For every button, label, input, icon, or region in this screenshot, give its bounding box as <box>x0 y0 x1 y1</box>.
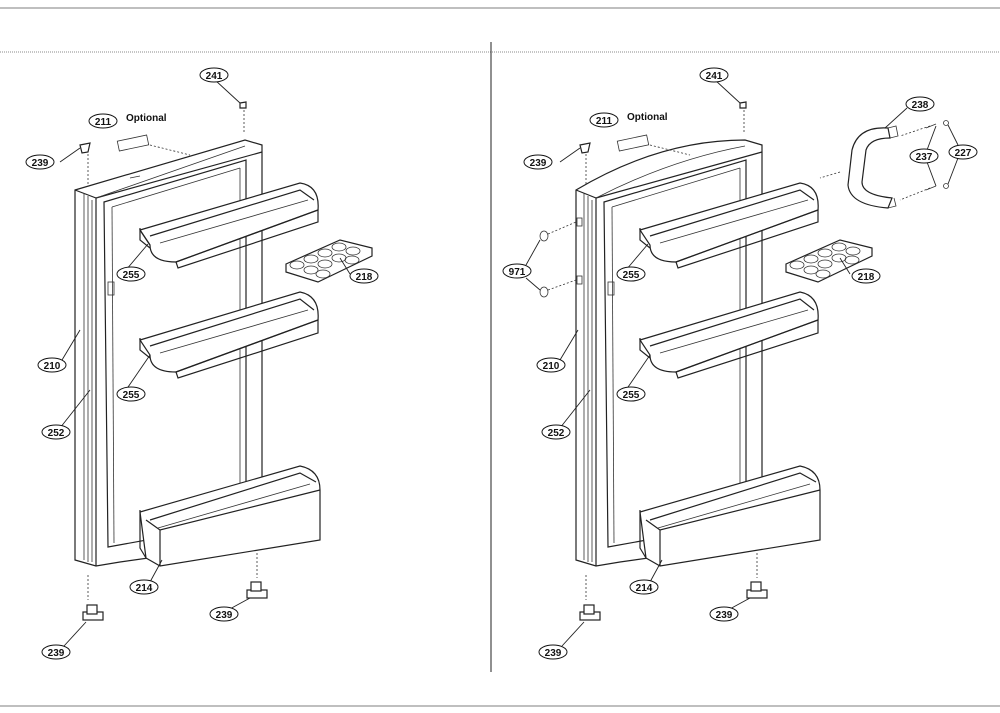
door-bin-bottom <box>639 465 821 567</box>
hinge-bushing-icon <box>579 142 591 154</box>
callout-210: 210 <box>37 357 67 373</box>
callout-214: 214 <box>629 579 659 595</box>
egg-tray <box>285 239 373 283</box>
callout-label: 210 <box>44 361 61 372</box>
callout-label: 252 <box>48 428 65 439</box>
right-door-assembly <box>525 79 959 647</box>
callout-255b: 255 <box>116 386 146 402</box>
callout-label: 218 <box>356 272 373 283</box>
callout-label: 255 <box>623 390 640 401</box>
door-shelf-upper <box>639 182 819 269</box>
callout-241: 241 <box>199 67 229 83</box>
cap-icon <box>239 101 247 109</box>
callout-239c: 239 <box>41 644 71 660</box>
cap-icon <box>739 101 747 109</box>
callout-238: 238 <box>905 96 935 112</box>
callout-255b: 255 <box>616 386 646 402</box>
callout-211: 211 <box>589 112 619 128</box>
door-handle <box>847 125 899 209</box>
callout-label: 971 <box>509 267 526 278</box>
callout-label: 227 <box>955 148 972 159</box>
callout-label: 239 <box>530 158 547 169</box>
callout-239: 239 <box>523 154 553 170</box>
hinge-bushing-icon <box>79 142 91 154</box>
callout-210: 210 <box>536 357 566 373</box>
callout-label: 241 <box>206 71 223 82</box>
callout-label: 214 <box>136 583 153 594</box>
optional-text: Optional <box>126 113 167 124</box>
egg-tray <box>785 239 873 283</box>
callout-252: 252 <box>541 424 571 440</box>
callout-label: 241 <box>706 71 723 82</box>
bottom-hinge-icon <box>579 604 601 621</box>
callout-label: 239 <box>545 648 562 659</box>
callout-239b: 239 <box>209 606 239 622</box>
callout-label: 239 <box>32 158 49 169</box>
bottom-hinge-icon-2 <box>746 581 768 599</box>
callout-255: 255 <box>616 266 646 282</box>
callout-239: 239 <box>25 154 55 170</box>
optional-text: Optional <box>627 112 668 123</box>
callout-label: 214 <box>636 583 653 594</box>
callout-label: 255 <box>623 270 640 281</box>
callout-label: 238 <box>912 100 929 111</box>
callout-255: 255 <box>116 266 146 282</box>
callout-label: 237 <box>916 152 933 163</box>
bottom-hinge-icon-2 <box>246 581 268 599</box>
door-shelf-middle <box>639 291 819 379</box>
callout-label: 210 <box>543 361 560 372</box>
spacer-icon <box>539 230 549 242</box>
callout-211: 211 <box>88 113 118 129</box>
callout-label: 239 <box>716 610 733 621</box>
callout-239c: 239 <box>538 644 568 660</box>
callout-241: 241 <box>699 67 729 83</box>
callout-label: 252 <box>548 428 565 439</box>
callout-237: 237 <box>909 148 939 164</box>
callout-227: 227 <box>948 144 978 160</box>
callout-252: 252 <box>41 424 71 440</box>
callout-239b: 239 <box>709 606 739 622</box>
door-shelf-middle <box>139 291 319 379</box>
spacer-icon <box>539 286 549 298</box>
callout-971: 971 <box>502 263 532 279</box>
sheet-frame <box>0 7 1000 707</box>
callout-label: 239 <box>48 648 65 659</box>
optional-label-plate <box>616 134 650 152</box>
callout-label: 239 <box>216 610 233 621</box>
callout-214: 214 <box>129 579 159 595</box>
callout-218: 218 <box>349 268 379 284</box>
callout-label: 211 <box>596 116 613 127</box>
left-door-assembly <box>59 79 373 647</box>
callout-label: 211 <box>95 117 112 128</box>
door-bin-bottom <box>139 465 321 567</box>
bottom-hinge-icon <box>82 604 104 621</box>
callout-label: 255 <box>123 270 140 281</box>
optional-label-plate <box>116 134 150 152</box>
callout-label: 218 <box>858 272 875 283</box>
screw-icon <box>925 120 949 191</box>
callout-218: 218 <box>851 268 881 284</box>
callout-label: 255 <box>123 390 140 401</box>
